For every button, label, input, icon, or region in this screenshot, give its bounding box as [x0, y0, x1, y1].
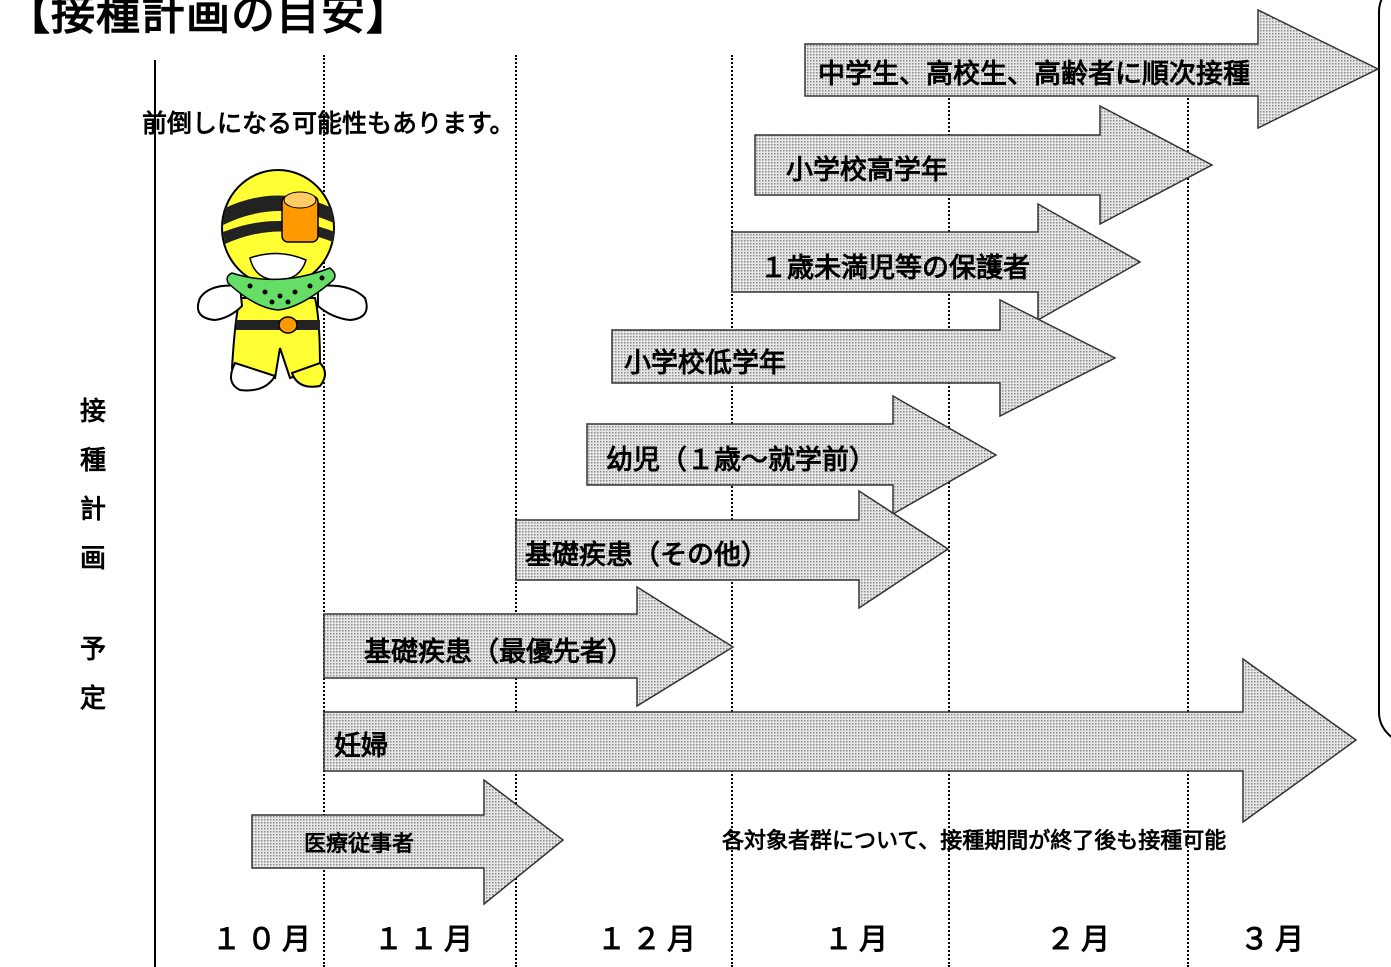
page-title: 【接種計画の目安】: [6, 0, 411, 40]
arrow-label: 中学生、高校生、高齢者に順次接種: [818, 59, 1250, 90]
arrow-label: 妊婦: [334, 731, 388, 762]
arrow-label: 医療従事者: [304, 832, 415, 857]
arrow-toddlers: [586, 394, 998, 516]
gridline-dec: [515, 55, 517, 967]
arrow-underlying-other: [515, 489, 950, 610]
month-label: １月: [824, 922, 895, 956]
gridline-feb: [948, 55, 950, 967]
footnote: 各対象者群について、接種期間が終了後も接種可能: [722, 829, 1227, 854]
arrow-label: １歳未満児等の保護者: [760, 253, 1030, 284]
gridline-nov: [323, 55, 325, 967]
arrow-pregnant: [323, 657, 1358, 824]
month-label: １０月: [212, 922, 318, 956]
arrow-upper-elementary: [754, 104, 1214, 226]
mascot-illustration: [196, 169, 368, 392]
arrow-infant-guardians: [731, 202, 1142, 322]
arrow-junior-high: [804, 8, 1380, 130]
side-label-char: 予: [79, 635, 106, 665]
gridline-mar: [1187, 55, 1189, 967]
side-label-char: 定: [79, 684, 106, 714]
vertical-axis-line: [154, 60, 156, 967]
arrow-label: 小学校低学年: [624, 348, 786, 379]
month-label: １１月: [374, 922, 480, 956]
month-label: ３月: [1240, 922, 1311, 956]
arrow-label: 幼児（１歳～就学前）: [606, 445, 876, 476]
side-label-char: 計: [79, 495, 106, 525]
arrow-lower-elementary: [611, 298, 1117, 418]
side-label-char: 画: [79, 544, 106, 574]
arrow-label: 基礎疾患（その他）: [525, 540, 768, 571]
side-label-schedule: 接 種 計 画 予 定: [68, 388, 118, 724]
advance-note: 前倒しになる可能性もあります。: [142, 109, 515, 138]
arrow-medical-workers: [251, 778, 565, 906]
month-label: １２月: [597, 922, 703, 956]
side-label-char: 種: [79, 446, 106, 476]
side-label-char: 接: [79, 397, 106, 427]
arrow-underlying-priority: [323, 585, 735, 708]
arrow-label: 基礎疾患（最優先者）: [364, 637, 634, 668]
gridline-jan: [731, 55, 733, 967]
month-label: ２月: [1046, 922, 1117, 956]
arrow-label: 小学校高学年: [786, 155, 948, 186]
